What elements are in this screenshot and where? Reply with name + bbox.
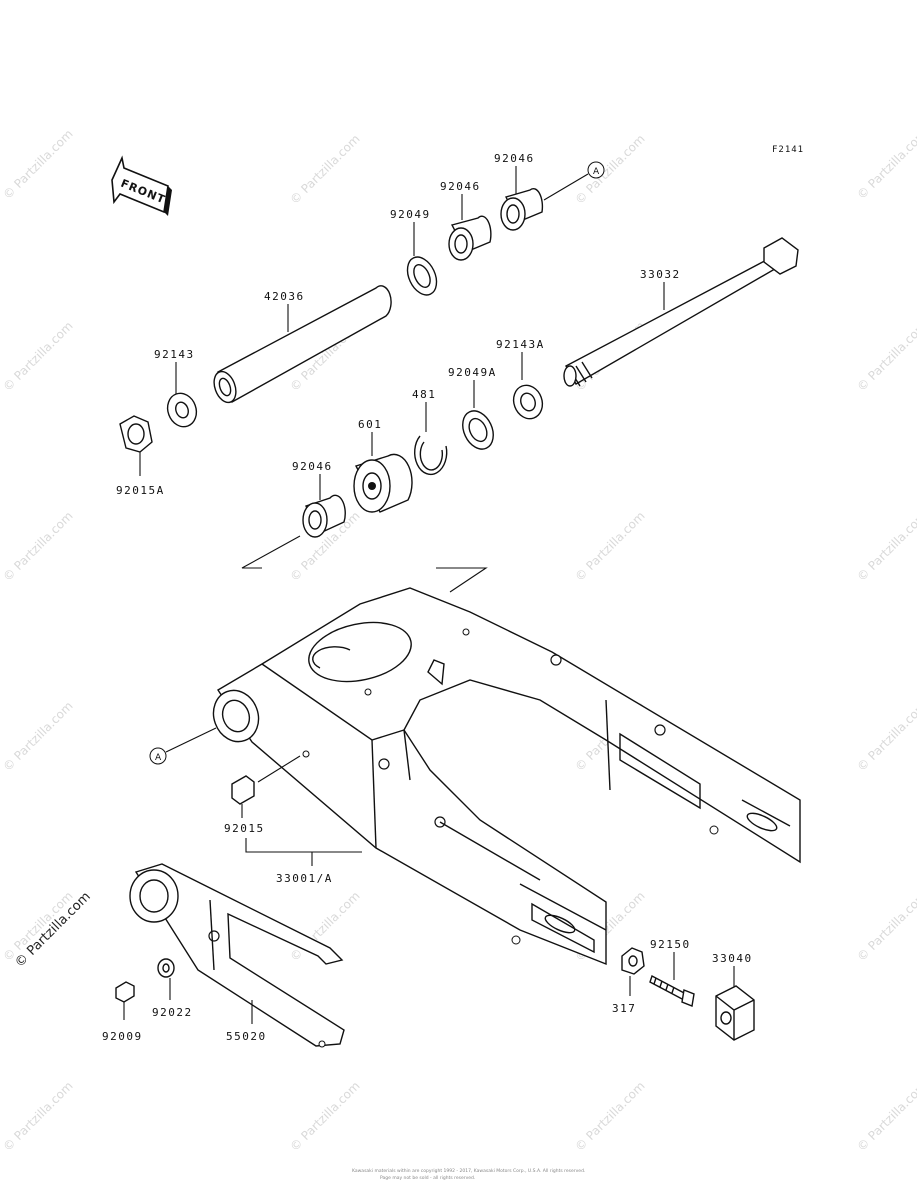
bolt-92015: 92015 [224,755,362,853]
oil-seal-92049a: 92049A [448,366,497,450]
part-label-92049a: 92049A [448,366,497,379]
watermark-text: © Partzilla.com [0,319,75,394]
pivot-shaft-33032: 33032 [563,237,799,387]
part-label-92022: 92022 [152,1006,193,1019]
watermark-text: © Partzilla.com [854,319,917,394]
label-55020-group: 55020 [226,1000,267,1043]
collar-92143a: 92143A [496,338,545,420]
circlip-481: 481 [412,388,448,476]
needle-bearing-92046-mid: 92046 [440,180,492,261]
ball-bearing-601: 601 [353,418,413,513]
bolt-92150: 92150 [649,938,695,1007]
part-label-92049: 92049 [390,208,431,221]
part-label-55020: 55020 [226,1030,267,1043]
watermark-text: © Partzilla.com [854,1079,917,1154]
watermark-text: © Partzilla.com [0,699,75,774]
nut-92015a: 92015A [116,415,165,497]
part-label-33032: 33032 [640,268,681,281]
part-label-481: 481 [412,388,436,401]
watermark-text: © Partzilla.com [572,1079,647,1154]
part-label-601: 601 [358,418,382,431]
part-label-42036: 42036 [264,290,305,303]
chain-guide-55020 [129,863,345,1048]
collar-92143: 92143 [154,348,198,428]
adjuster-block-33040: 33040 [712,952,755,1041]
watermark-text: © Partzilla.com [854,889,917,964]
front-arrow-icon: FRONT [111,155,172,216]
label-33001a-group: 33001/A [276,852,333,885]
swingarm-33001a [212,587,801,966]
part-label-92143: 92143 [154,348,195,361]
callout-a-letter: A [155,753,162,763]
watermark-text: © Partzilla.com [854,127,917,202]
watermark-text: © Partzilla.com [287,132,362,207]
copyright-line-2: Page may not be sold - all rights reserv… [380,1175,475,1181]
part-label-33001a: 33001/A [276,872,333,885]
part-label-92009: 92009 [102,1030,143,1043]
watermark-text: © Partzilla.com [572,509,647,584]
screw-92009: 92009 [102,981,143,1043]
watermark-text: © Partzilla.com [572,132,647,207]
callout-a-letter: A [593,167,600,177]
watermark-text: © Partzilla.com [0,509,75,584]
watermark-text: © Partzilla.com [854,509,917,584]
part-label-92046: 92046 [292,460,333,473]
watermark-text: © Partzilla.com [0,1079,75,1154]
part-label-92015: 92015 [224,822,265,835]
pivot-axis-lines [241,535,488,593]
callout-a-lower: A [149,727,217,765]
part-label-92015a: 92015A [116,484,165,497]
oil-seal-92049: 92049 [390,208,438,296]
copyright-line-1: Kawasaki materials within are copyright … [352,1168,585,1174]
needle-bearing-92046-low: 92046 [292,460,346,538]
sleeve-42036: 42036 [213,285,392,404]
part-label-33040: 33040 [712,952,753,965]
washer-92022: 92022 [152,958,193,1019]
part-label-92046: 92046 [440,180,481,193]
nut-317: 317 [612,947,645,1015]
watermark-text: © Partzilla.com [0,127,75,202]
callout-a-top: A [543,161,605,201]
diagram-code: F2141 [772,145,804,155]
watermark-text: © Partzilla.com [287,1079,362,1154]
part-label-92143a: 92143A [496,338,545,351]
part-label-92150: 92150 [650,938,691,951]
part-label-317: 317 [612,1002,636,1015]
needle-bearing-92046-top: 92046 [494,152,544,231]
part-label-92046: 92046 [494,152,535,165]
watermark-text: © Partzilla.com [854,699,917,774]
